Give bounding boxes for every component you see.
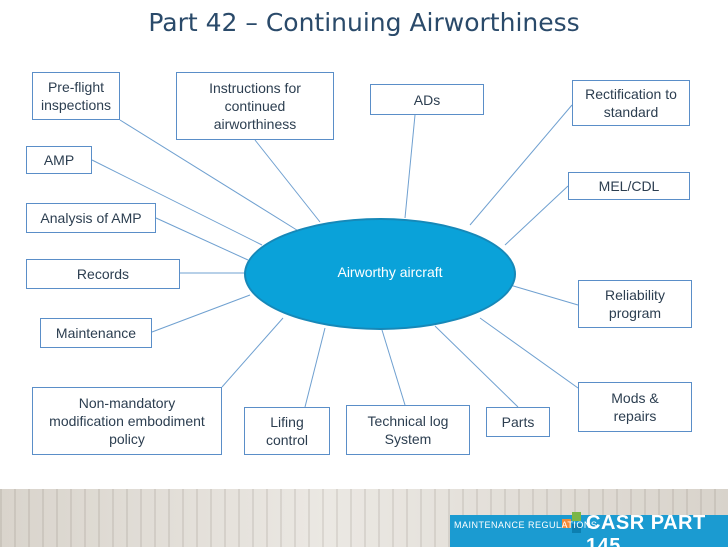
connector-reliability: [509, 284, 579, 306]
node-mel-cdl: MEL/CDL: [568, 172, 690, 200]
node-nonmandatory: Non-mandatory modification embodiment po…: [32, 387, 222, 455]
footer-brand-band: [450, 515, 728, 547]
node-mods-repairs: Mods & repairs: [578, 382, 692, 432]
connector-nonmandatory: [221, 317, 284, 388]
connector-lifing: [304, 327, 326, 408]
node-reliability: Reliability program: [578, 280, 692, 328]
node-maintenance: Maintenance: [40, 318, 152, 348]
logo-square-green: [572, 512, 581, 521]
connector-rectification: [469, 104, 573, 226]
connector-ads: [404, 114, 416, 219]
connector-preflight: [119, 119, 301, 233]
connector-analysis-amp: [155, 217, 249, 261]
node-parts: Parts: [486, 407, 550, 437]
connector-parts: [434, 325, 519, 408]
node-preflight: Pre-flight inspections: [32, 72, 120, 120]
node-analysis-amp: Analysis of AMP: [26, 203, 156, 233]
page-title: Part 42 – Continuing Airworthiness: [148, 8, 580, 37]
center-label: Airworthy aircraft: [337, 264, 443, 280]
node-records: Records: [26, 259, 180, 289]
connector-maintenance: [151, 294, 251, 333]
connector-mods: [479, 317, 579, 389]
node-lifing: Lifing control: [244, 407, 330, 455]
logo-square-orange: [562, 519, 571, 528]
node-technical-log: Technical log System: [346, 405, 470, 455]
connector-melcdl: [504, 185, 569, 246]
connector-amp: [91, 159, 263, 246]
center-ellipse: Airworthy aircraft: [244, 218, 516, 330]
footer-subtitle: MAINTENANCE REGULATIONS: [454, 520, 598, 530]
node-amp: AMP: [26, 146, 92, 174]
logo-square-blue: [572, 524, 581, 533]
footer-brand: CASR PART 145: [586, 512, 706, 557]
node-instructions: Instructions for continued airworthiness: [176, 72, 334, 140]
connector-techlog: [381, 329, 406, 406]
connector-ica: [254, 139, 321, 223]
node-ads: ADs: [370, 84, 484, 115]
node-rectification: Rectification to standard: [572, 80, 690, 126]
